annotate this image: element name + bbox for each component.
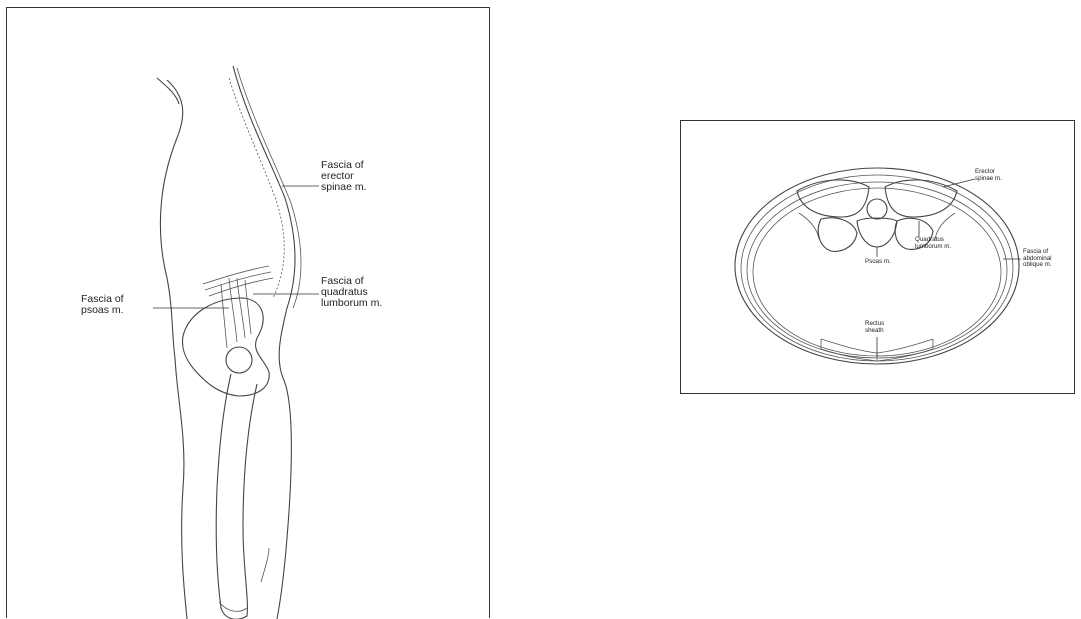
right-figure-panel: Erector spinae m. Quadratus lumborum m. …	[680, 120, 1075, 394]
left-figure-panel: Fascia of erector spinae m. Fascia of qu…	[6, 7, 490, 618]
label-erector-spinae: Erector spinae m.	[975, 169, 1002, 182]
label-fascia-psoas: Fascia of psoas m.	[81, 294, 124, 316]
label-psoas: Psoas m.	[865, 259, 891, 266]
label-rectus-sheath: Rectus sheath	[865, 321, 884, 334]
label-fascia-erector-spinae: Fascia of erector spinae m.	[321, 160, 367, 193]
hip-thigh-illustration	[7, 8, 491, 619]
label-fascia-abdominal-oblique: Fascia of abdominal oblique m.	[1023, 249, 1052, 269]
label-quadratus-lumborum: Quadratus lumborum m.	[915, 237, 951, 250]
label-fascia-quadratus-lumborum: Fascia of quadratus lumborum m.	[321, 276, 382, 309]
